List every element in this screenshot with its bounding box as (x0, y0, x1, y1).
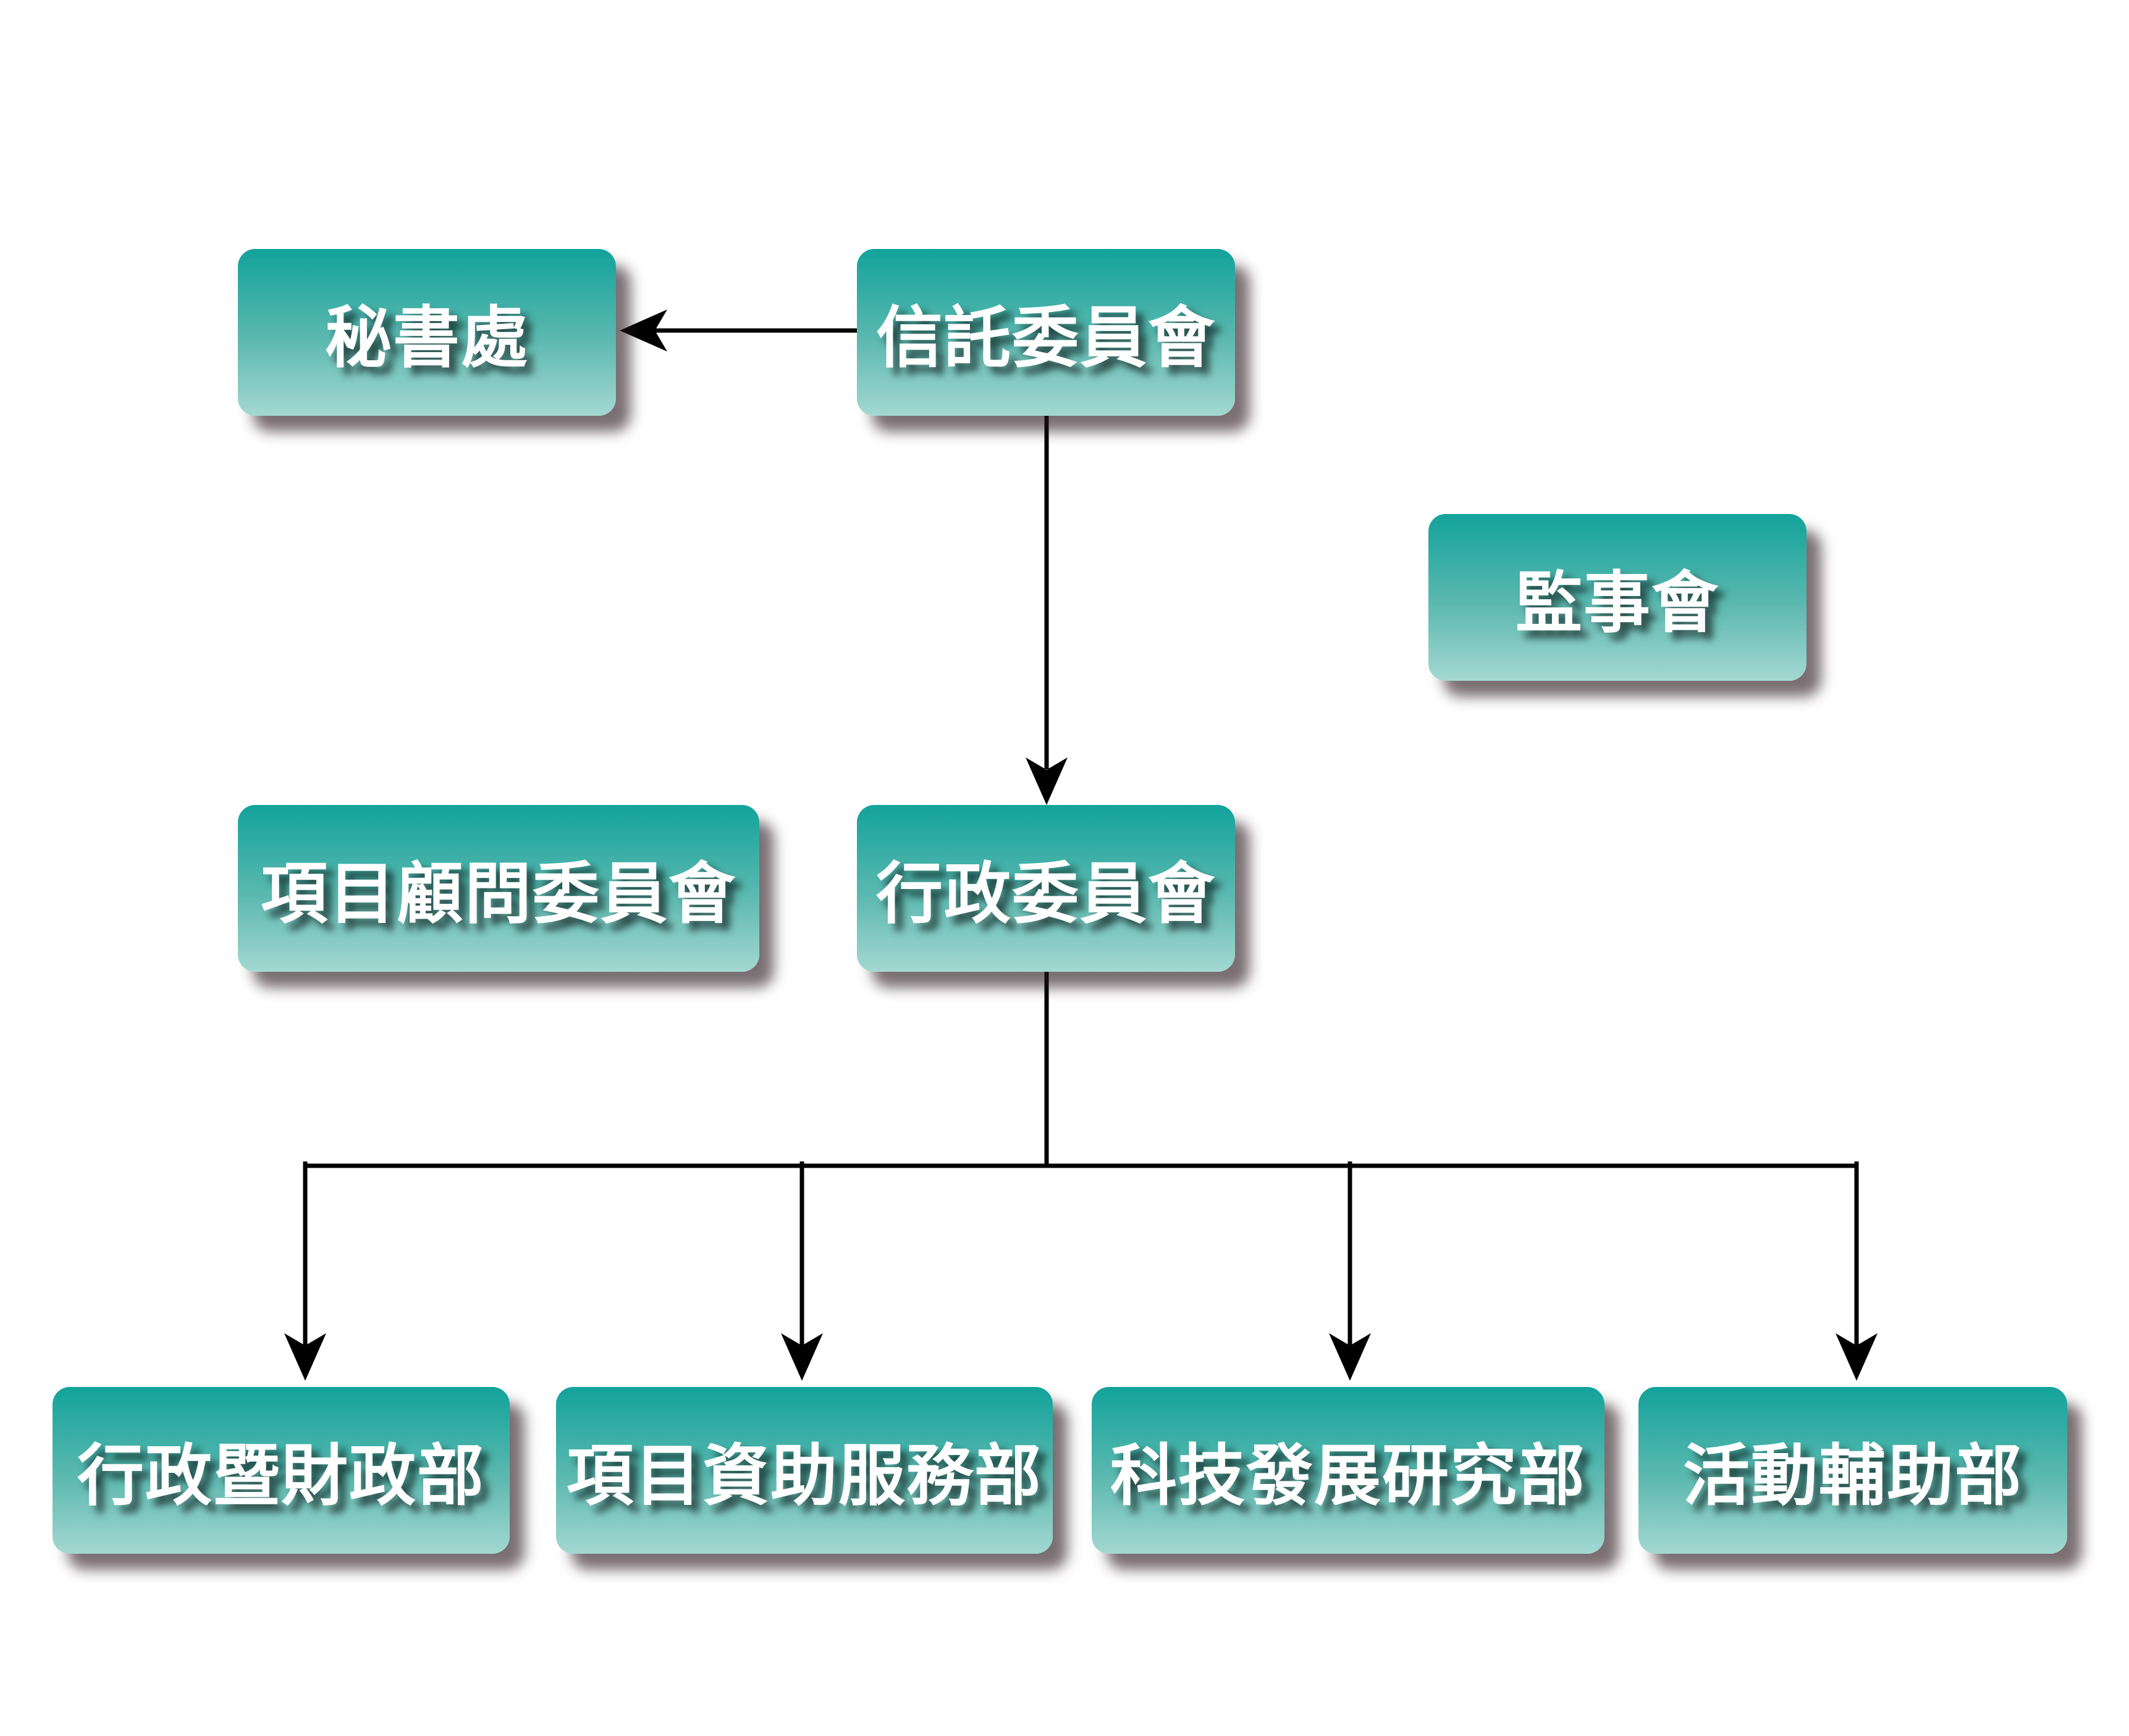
node-supervisory-board: 監事會 (1428, 514, 1806, 681)
node-tech-rnd-dept-label: 科技發展研究部 (1110, 1438, 1586, 1515)
node-project-funding-dept: 項目資助服務部 (556, 1387, 1053, 1554)
node-board-of-trustees: 信託委員會 (857, 249, 1235, 416)
node-admin-finance-dept-label: 行政暨財政部 (77, 1438, 485, 1515)
node-activities-support-dept: 活動輔助部 (1638, 1387, 2067, 1554)
node-project-advisory-committee-label: 項目顧問委員會 (260, 856, 736, 933)
arrowhead-project-funding (781, 1333, 823, 1381)
node-tech-rnd-dept: 科技發展研究部 (1092, 1387, 1604, 1554)
arrowhead-executive (1026, 757, 1068, 805)
node-executive-committee: 行政委員會 (857, 805, 1235, 972)
arrowhead-secretariat (620, 310, 667, 352)
arrowhead-activities (1836, 1333, 1878, 1381)
node-supervisory-board-label: 監事會 (1515, 565, 1719, 642)
node-secretariat-label: 秘書處 (324, 300, 529, 377)
node-admin-finance-dept: 行政暨財政部 (53, 1387, 510, 1554)
arrowhead-tech-rnd (1329, 1333, 1371, 1381)
node-executive-committee-label: 行政委員會 (875, 856, 1216, 933)
node-project-advisory-committee: 項目顧問委員會 (238, 805, 759, 972)
node-board-of-trustees-label: 信託委員會 (875, 300, 1216, 377)
node-project-funding-dept-label: 項目資助服務部 (566, 1438, 1042, 1515)
node-activities-support-dept-label: 活動輔助部 (1682, 1438, 2023, 1515)
node-secretariat: 秘書處 (238, 249, 616, 416)
arrowhead-admin-finance (284, 1333, 326, 1381)
